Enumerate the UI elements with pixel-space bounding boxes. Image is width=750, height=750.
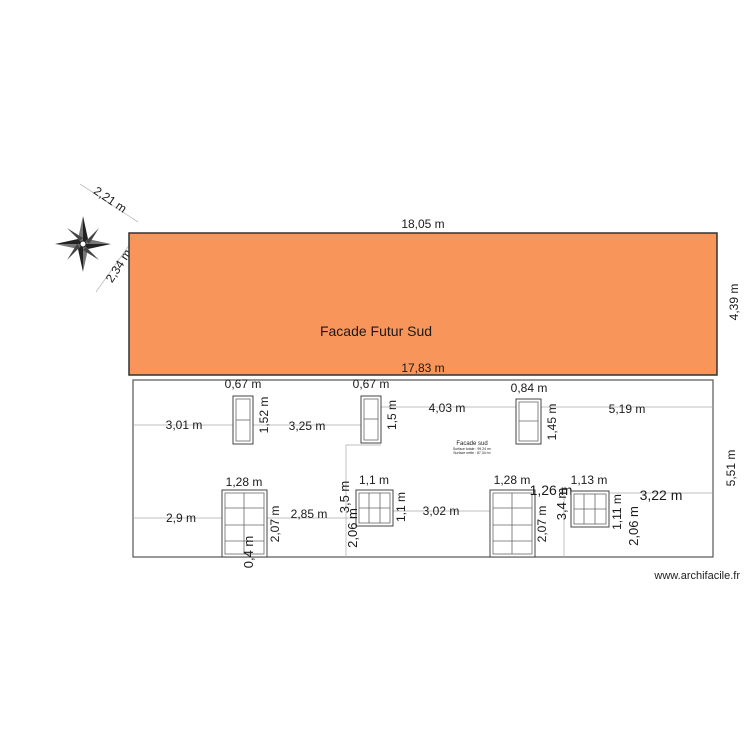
w2-height-dim: 1,5 m: [385, 400, 399, 430]
d1-bottom-dim: 0,4 m: [241, 536, 256, 569]
window-1[interactable]: [232, 395, 254, 445]
compass-rose-icon: [55, 216, 111, 272]
w1-height-dim: 1,52 m: [257, 397, 271, 434]
w3-width-dim: 0,84 m: [511, 381, 548, 395]
w4-right-dim: 3,02 m: [423, 504, 460, 518]
top-inner-width-dim: 17,83 m: [401, 361, 444, 375]
w5-width-dim: 1,13 m: [571, 473, 608, 487]
w1-left-dim: 3,01 m: [166, 418, 203, 432]
w2-left-dim: 3,25 m: [289, 419, 326, 433]
south-facade[interactable]: [132, 379, 714, 558]
door-2[interactable]: [489, 489, 536, 558]
compass-dim-line-top: [79, 183, 139, 223]
door-1[interactable]: [221, 489, 268, 558]
w5-right-dim: 3,22 m: [640, 487, 683, 503]
w5-height-dim: 1,11 m: [610, 494, 624, 530]
top-room[interactable]: [128, 232, 718, 376]
window-3[interactable]: [515, 398, 542, 445]
w4-left-height-dim: 3,5 m: [337, 481, 352, 514]
d1-right-dim: 2,85 m: [291, 507, 328, 521]
compass-dim-line-side: [95, 243, 131, 293]
d2-height-dim: 2,07 m: [535, 506, 549, 543]
w2-width-dim: 0,67 m: [353, 377, 390, 391]
south-facade-area-total: Surface totale : 99,24 m²: [453, 447, 492, 451]
w4-width-dim: 1,1 m: [359, 473, 389, 487]
d1-left-dim: 2,9 m: [166, 511, 196, 525]
compass-dim-top: 2,21 m: [91, 184, 129, 216]
w3-height-dim: 1,45 m: [545, 404, 559, 441]
south-facade-label: Facade sud: [456, 441, 487, 447]
w5-bottom-dim: 2,06 m: [626, 506, 641, 546]
w1-width-dim: 0,67 m: [225, 377, 262, 391]
dimension-lines: [133, 406, 713, 557]
w3-right-dim: 5,19 m: [609, 402, 646, 416]
d1-height-dim: 2,07 m: [268, 506, 282, 543]
w4-height-dim: 1,1 m: [394, 492, 408, 522]
d2-width-dim: 1,28 m: [494, 473, 531, 487]
bottom-height-dim: 5,51 m: [724, 450, 738, 487]
south-facade-area-useful: Surface nette : 87,34 m²: [453, 451, 491, 455]
watermark: www.archifacile.fr: [654, 570, 740, 582]
w5-left-height-dim: 3,4 m: [554, 488, 569, 521]
w4-bottom-dim: 2,06 m: [345, 508, 360, 548]
d2-right-dim: 1,26 m: [530, 482, 573, 498]
window-4[interactable]: [355, 489, 394, 527]
top-room-label: Facade Futur Sud: [320, 323, 432, 339]
window-2[interactable]: [360, 395, 382, 444]
top-width-dim: 18,05 m: [401, 217, 444, 231]
window-5[interactable]: [570, 490, 610, 528]
w3-left-dim: 4,03 m: [429, 401, 466, 415]
d1-width-dim: 1,28 m: [226, 475, 263, 489]
top-height-dim: 4,39 m: [727, 284, 741, 321]
